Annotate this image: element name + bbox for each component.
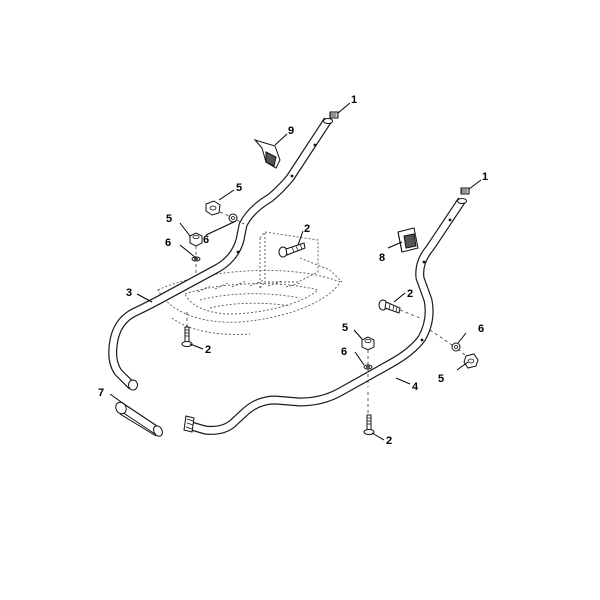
callout-6-washer-left-lower: 6 [165,237,171,249]
nut-left-lower [189,232,203,247]
leader-lines [109,102,482,441]
cable-clip [253,139,281,169]
bolt-right-horizontal [378,299,401,314]
callout-2-bolt-right-horizontal: 2 [407,288,413,300]
callout-3-left-tube: 3 [126,287,132,299]
bolt-right-vertical [363,414,375,435]
callout-4-right-tube: 4 [412,381,419,393]
end-cap-right [460,187,470,195]
cable-guide [397,227,419,253]
alignment-lines [186,211,467,414]
callout-6-washer-right-side: 6 [478,323,484,335]
callout-9-clip: 9 [288,125,294,137]
callout-8-cable-guide: 8 [379,252,385,264]
nut-left-upper [205,200,221,216]
callout-6-washer-right-lower: 6 [341,346,347,358]
bolt-left-vertical [181,326,193,347]
callout-7-grip: 7 [98,387,104,399]
callout-5-nut-left-lower: 5 [166,213,172,225]
callout-5-nut-right-side: 5 [438,373,444,385]
callout-1-right-cap: 1 [482,171,488,183]
callout-2-bolt-left-vertical: 2 [205,344,211,356]
right-handle-tube [183,197,467,435]
callout-5-nut-right-lower: 5 [342,322,348,334]
mower-deck-ghost [157,231,343,335]
callout-1-left-cap: 1 [351,94,357,106]
callout-6-washer-left-upper: 6 [203,234,209,246]
callout-labels: 1 1 9 5 5 6 6 2 8 3 2 2 5 6 6 4 5 7 2 [98,94,488,447]
callout-2-bolt-right-vertical: 2 [386,435,392,447]
handle-grip [115,401,163,437]
callout-5-nut-left-upper: 5 [236,182,242,194]
nut-right-side [463,353,479,369]
end-cap-left [329,111,339,119]
nut-right-lower [361,336,375,351]
callout-2-bolt-left-horizontal: 2 [304,223,310,235]
left-handle-tube [108,117,333,391]
bolt-left-horizontal [278,242,306,258]
